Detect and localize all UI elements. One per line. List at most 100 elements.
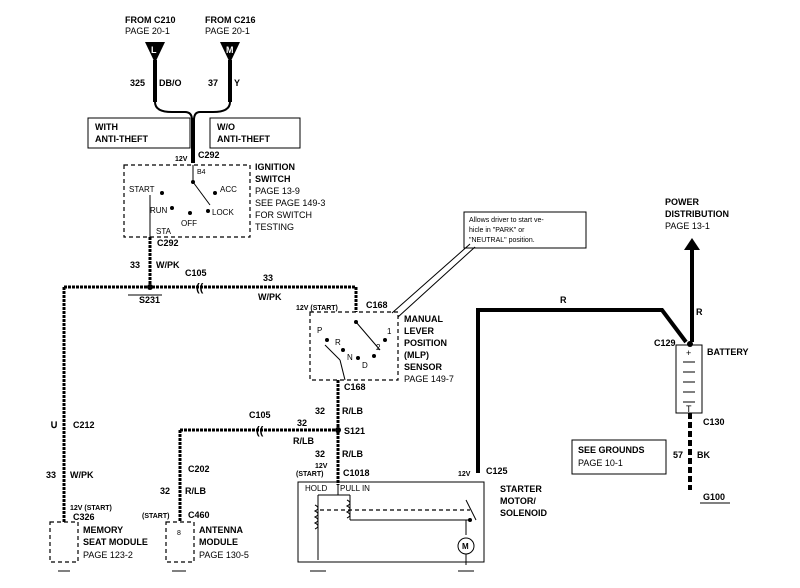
memory-seat-box <box>49 521 79 563</box>
svg-text:∪: ∪ <box>50 419 58 431</box>
ant-circuit: 32 <box>160 486 170 496</box>
svg-text:T: T <box>686 404 692 414</box>
starter-title-1: STARTER <box>500 484 542 494</box>
c210-circuit: 325 <box>130 78 145 88</box>
g100-label: G100 <box>703 492 725 502</box>
starter-volt: 12V <box>458 471 471 478</box>
svg-text:((: (( <box>256 425 264 437</box>
c129-label: C129 <box>654 338 676 348</box>
battery: + T BATTERY <box>675 344 749 414</box>
memory-title-1: MEMORY <box>83 525 123 535</box>
ign-acc: ACC <box>220 185 237 194</box>
feed-volt: 12V <box>315 463 328 470</box>
callout-line-2: hicle in "PARK" or <box>469 227 525 234</box>
left-color: W/PK <box>70 470 94 480</box>
starter-pullin: PULL IN <box>340 484 370 493</box>
antenna-box <box>165 521 195 563</box>
ignition-switch: B4 START ACC RUN LOCK OFF STA IGNITION S… <box>123 162 325 238</box>
c130-label: C130 <box>703 417 725 427</box>
feed-color: R/LB <box>342 406 363 416</box>
starter-title-2: MOTOR/ <box>500 496 536 506</box>
mlp-title-1: MANUAL <box>404 314 443 324</box>
left-volt: 12V (START) <box>70 505 112 512</box>
c216-page: PAGE 20-1 <box>205 26 250 36</box>
ground-circuit: 57 <box>673 450 683 460</box>
ign-title-1: IGNITION <box>255 162 295 172</box>
ign-off: OFF <box>181 219 197 228</box>
ground-color: BK <box>697 450 710 460</box>
see-grounds-title: SEE GROUNDS <box>578 445 645 455</box>
ign-b4: B4 <box>197 169 206 176</box>
wire33-color: W/PK <box>156 260 180 270</box>
left-circuit: 33 <box>46 470 56 480</box>
callout-line-3: "NEUTRAL" position. <box>469 237 535 244</box>
starter-title-3: SOLENOID <box>500 508 548 518</box>
ign-volt: 12V <box>175 156 188 163</box>
power-dist-title-2: DISTRIBUTION <box>665 209 729 219</box>
c216-circuit: 37 <box>208 78 218 88</box>
c210-from: FROM C210 <box>125 15 176 25</box>
ign-note-3: FOR SWITCH <box>255 210 312 220</box>
starter-hold: HOLD <box>305 484 327 493</box>
red-wire-label-1: R <box>560 295 567 305</box>
mlp-2: 2 <box>376 343 381 352</box>
c210-color: DB/O <box>159 78 182 88</box>
antenna-title-1: ANTENNA <box>199 525 243 535</box>
ignition-switch-box <box>123 164 251 238</box>
c210-page: PAGE 20-1 <box>125 26 170 36</box>
mid-circuit: 32 <box>297 418 307 428</box>
feed-circuit-2: 32 <box>315 449 325 459</box>
ant-volt: (START) <box>142 513 169 520</box>
ign-title-2: SWITCH <box>255 174 291 184</box>
c216-pin: M <box>226 45 234 55</box>
c125-label: C125 <box>486 466 508 476</box>
ign-note-1: PAGE 13-9 <box>255 186 300 196</box>
with-anti-theft-label: ANTI-THEFT <box>95 134 148 144</box>
feed-volt-2: (START) <box>296 471 323 478</box>
c212-label: C212 <box>73 420 95 430</box>
source-c216: FROM C216 PAGE 20-1 M 37 Y <box>193 15 256 121</box>
c210-pin-arrow <box>145 42 165 63</box>
with-label: WITH <box>95 122 118 132</box>
c105-top-label: C105 <box>185 268 207 278</box>
source-c210: FROM C210 PAGE 20-1 L 325 DB/O <box>125 15 193 121</box>
ign-lock: LOCK <box>212 208 234 217</box>
with-anti-theft-box <box>87 117 191 149</box>
antenna-pin: 8 <box>177 530 181 537</box>
mlp-sensor: P R N D 2 1 <box>309 311 399 381</box>
power-arrow <box>684 238 700 250</box>
memory-page: PAGE 123-2 <box>83 550 133 560</box>
see-grounds-box <box>571 439 667 475</box>
starter-solenoid: HOLD PULL IN M <box>297 481 485 565</box>
ign-note-2: SEE PAGE 149-3 <box>255 198 325 208</box>
s121-dot <box>335 427 341 433</box>
c202-label: C202 <box>188 464 210 474</box>
s121-label: S121 <box>344 426 365 436</box>
power-dist-page: PAGE 13-1 <box>665 221 710 231</box>
mlp-volt: 12V (START) <box>296 305 338 312</box>
top-run-color: W/PK <box>258 292 282 302</box>
wire33-circuit: 33 <box>130 260 140 270</box>
mlp-sensor-box <box>309 311 399 381</box>
antenna-page: PAGE 130-5 <box>199 550 249 560</box>
c292-bottom-label: C292 <box>157 238 179 248</box>
antenna-title-2: MODULE <box>199 537 238 547</box>
ign-start: START <box>129 185 155 194</box>
mlp-p: P <box>317 326 322 335</box>
mlp-title-3: POSITION <box>404 338 447 348</box>
mlp-page: PAGE 149-7 <box>404 374 454 384</box>
battery-label: BATTERY <box>707 347 749 357</box>
memory-title-2: SEAT MODULE <box>83 537 148 547</box>
motor-label: M <box>462 542 469 551</box>
s231-label: S231 <box>139 295 160 305</box>
c460-label: C460 <box>188 510 210 520</box>
c326-label: C326 <box>73 512 95 522</box>
c216-from: FROM C216 <box>205 15 256 25</box>
mlp-n: N <box>347 353 353 362</box>
c168-bottom-label: C168 <box>344 382 366 392</box>
ign-sta: STA <box>156 227 172 236</box>
feed-circuit: 32 <box>315 406 325 416</box>
power-dist-title-1: POWER <box>665 197 700 207</box>
callout-line-1: Allows driver to start ve- <box>469 217 544 224</box>
